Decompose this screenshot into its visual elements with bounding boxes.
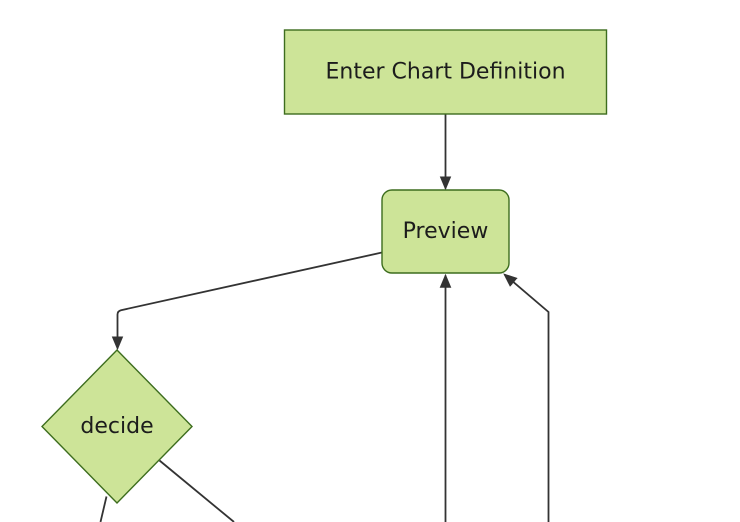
edge-decide-to-offscreen-right (158, 459, 235, 522)
edge-preview-to-decide (111, 251, 383, 351)
node-preview (381, 189, 510, 274)
node-preview-label: Preview (403, 219, 489, 244)
node-decide-label: decide (80, 414, 153, 439)
edge-offscreen-right-to-preview (503, 273, 550, 522)
edge-decide-to-offscreen-left (99, 496, 108, 522)
node-decide (41, 349, 193, 504)
edges-layer (99, 114, 550, 522)
node-enter-chart-definition (283, 29, 608, 115)
node-enter-chart-definition-label: Enter Chart Definition (325, 60, 565, 85)
